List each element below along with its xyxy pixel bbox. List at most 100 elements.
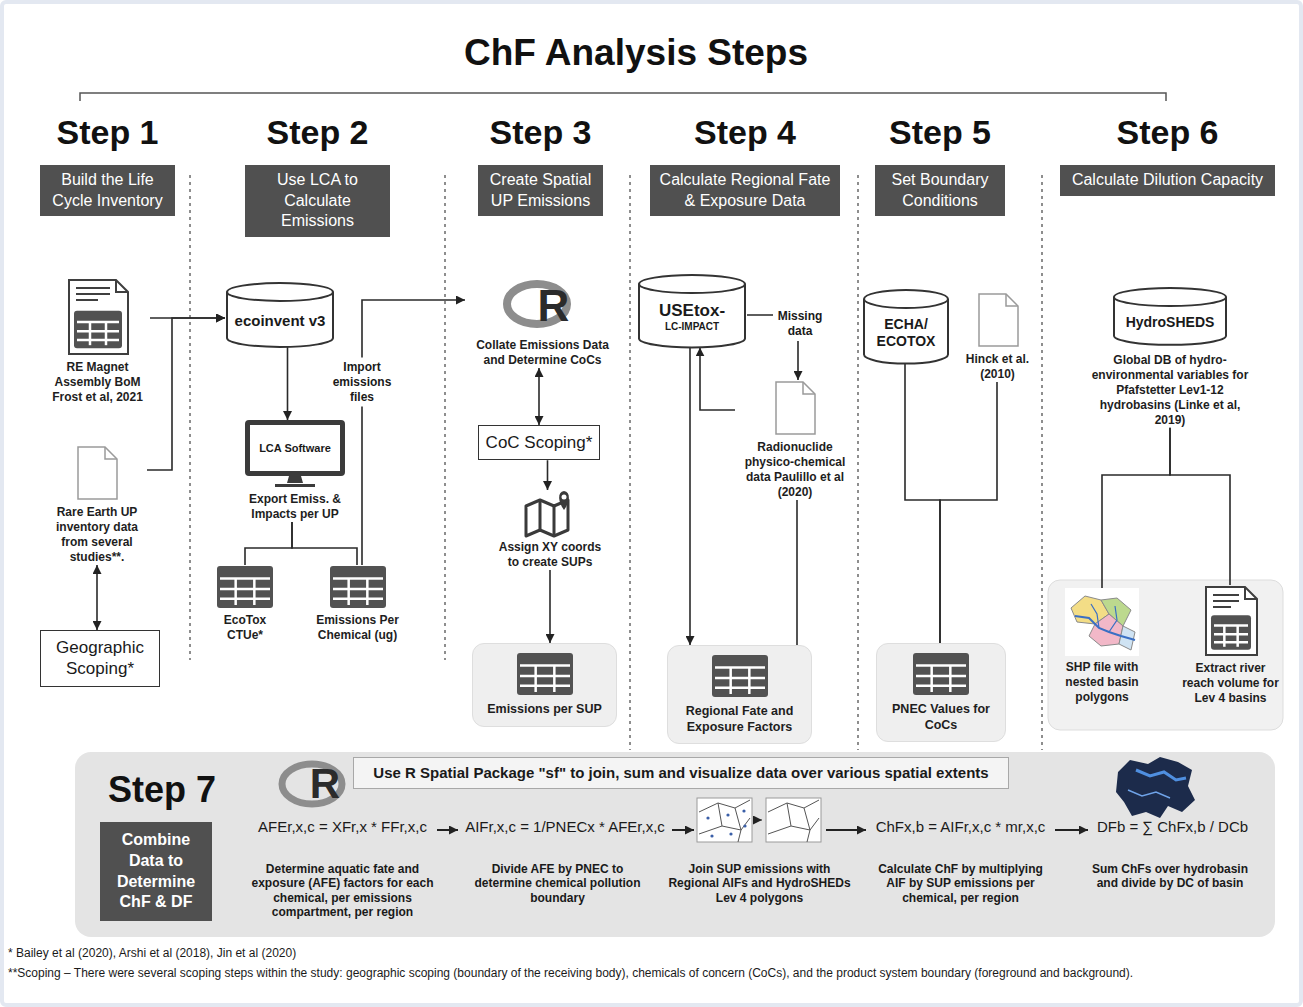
basin-river [1128,790,1170,798]
sheet-icon [1203,585,1259,657]
database-caption: Global DB of hydro-environmental variabl… [1085,353,1255,428]
icon-node: Rare Earth UP inventory data from severa… [47,445,147,565]
step-title: Use LCA to Calculate Emissions [251,170,384,232]
box-node: Geographic Scoping* [40,630,160,687]
table-icon [711,654,769,698]
step-node: Step 3 Create Spatial UP Emissions [478,112,603,216]
diagram-title: ChF Analysis Steps [0,32,1272,74]
footnote: * Bailey et al (2020), Arshi et al (2018… [8,946,1298,960]
separator-line [1041,175,1042,750]
icon-node: Hinck et al. (2010) [955,292,1040,382]
point-dots [706,809,746,837]
icon-node: Assign XY coords to create SUPs [495,490,605,570]
connector [1170,428,1230,585]
database-label: ECHA/ ECOTOX [868,316,944,350]
connector [538,368,540,425]
icon-node: Emissions Per Chemical (ug) [295,565,420,643]
connector-label: Missing data [773,307,827,341]
connector [245,522,292,565]
step-header-box: Use LCA to Calculate Emissions [245,165,390,237]
grey-node: PNEC Values for CoCs [876,643,1006,742]
step-title: Build the Life Cycle Inventory [46,170,169,212]
step-header-box: Set Boundary Conditions [875,165,1005,217]
polygon-panel [697,798,752,842]
step-number: Step 5 [875,112,1005,153]
connector [147,318,225,470]
table-icon [216,565,274,609]
box-node: CoC Scoping* [478,425,600,460]
step-title: Set Boundary Conditions [881,170,999,212]
icon-node: Radionuclide physico-chemical data Pauli… [735,380,855,500]
output-caption: Regional Fate and Exposure Factors [674,704,805,735]
formula: AIFr,x,c = 1/PNECx * AFEr,x,c [459,818,671,836]
step-title: Combine Data to Determine ChF & DF [106,830,206,913]
scoping-label: Geographic Scoping* [47,637,153,680]
panel-node: Step 7Combine Data to Determine ChF & DF… [75,752,1275,937]
icon-node: RE Magnet Assembly BoM Frost et al, 2021 [45,278,150,405]
step-number: Step 3 [478,112,603,153]
footnote: **Scoping – There were several scoping s… [8,966,1298,980]
flow-arrow [826,829,866,831]
polygon-lines [768,800,819,842]
step-title: Create Spatial UP Emissions [484,170,597,212]
doc-icon [773,380,817,436]
doc-icon [75,445,119,501]
r-logo-letter: R [300,757,350,812]
separator-line [857,175,858,750]
screen-label: LCA Software [259,442,331,454]
icon-caption: Export Emiss. & Impacts per UP [240,492,350,522]
polygon-lines [699,800,750,842]
database-label: LC-IMPACT [643,321,741,333]
step-node: Step 1 Build the Life Cycle Inventory [40,112,175,216]
table-icon [516,652,574,696]
step-header-box: Build the Life Cycle Inventory [40,165,175,217]
database-label: ecoinvent v3 [231,312,329,330]
scoping-label: CoC Scoping* [485,432,593,453]
basin-map [1116,757,1195,818]
connector [940,382,997,643]
icon-caption: RE Magnet Assembly BoM Frost et al, 2021 [45,360,150,405]
separator-line [629,175,630,750]
step-title: Calculate Regional Fate & Exposure Data [656,170,834,212]
icon-caption: Emissions Per Chemical (ug) [295,613,420,643]
flow-arrow [672,829,694,831]
connector [96,565,98,630]
table-icon [912,652,970,696]
connector [796,500,798,645]
separator-line [444,175,445,660]
connector [292,522,357,565]
formula: AFEr,x,c = XFr,x * FFr,x,c [245,818,440,836]
icon-caption: Collate Emissions Data and Determine CoC… [465,338,620,368]
icon-node: SHP file with nested basin polygons [1052,588,1152,705]
step-header-box: Create Spatial UP Emissions [478,165,603,217]
step-description: Sum ChFs over hydrobasin and divide by D… [1090,862,1250,891]
step-number: Step 1 [40,112,175,153]
icon-caption: SHP file with nested basin polygons [1052,660,1152,705]
monitor-screen: LCA Software [245,420,345,476]
connector [287,347,289,420]
formula: ChFx,b = AIFr,x,c * mr,x,c [868,818,1053,836]
grey-node: Regional Fate and Exposure Factors [667,645,812,744]
step-title: Calculate Dilution Capacity [1066,170,1269,191]
cyl-node: ecoinvent v3 [225,283,335,347]
polygon-panel [766,798,821,842]
flow-arrow [437,829,458,831]
connector [362,300,465,565]
icon-caption: Extract river reach volume for Lev 4 bas… [1178,661,1283,706]
step-description: Join SUP emissions with Regional AIFs an… [662,862,857,905]
polygon-join-icon [697,798,821,842]
monitor-node: LCA SoftwareExport Emiss. & Impacts per … [240,420,350,522]
step-node: Step 6 Calculate Dilution Capacity [1060,112,1275,196]
database-cylinder: HydroSHEDS [1112,288,1228,345]
step-separators [190,175,1042,750]
icon-node: Extract river reach volume for Lev 4 bas… [1178,585,1283,706]
connector [905,364,940,643]
cyl-node: ECHA/ ECOTOX [862,290,950,364]
join-arrow [754,819,762,821]
step-number: Step 6 [1060,112,1275,153]
flow-arrow [1055,829,1088,831]
table-icon [329,565,387,609]
connector [549,570,551,643]
cylcap-node: HydroSHEDS Global DB of hydro-environment… [1085,288,1255,428]
